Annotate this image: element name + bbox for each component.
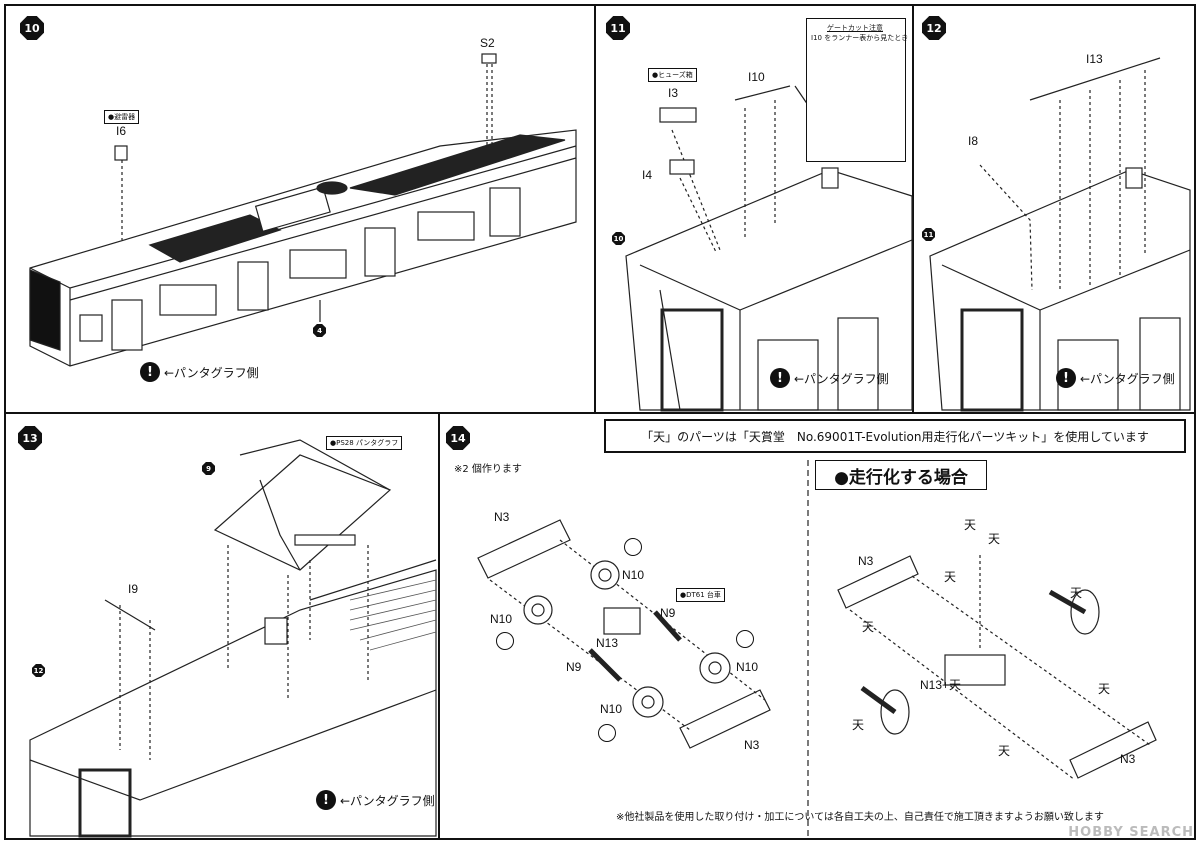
part-label-N3-c: N3 xyxy=(858,554,874,568)
side-text: ←パンタグラフ側 xyxy=(794,371,889,386)
part-label-N10-a: N10 xyxy=(622,568,645,582)
hobby-search-watermark: HOBBY SEARCH xyxy=(1068,825,1194,840)
exclamation-icon: ! xyxy=(316,790,336,810)
dt61-bogie-tag: ●DT61 台車 xyxy=(676,588,725,602)
side-text: ←パンタグラフ側 xyxy=(1080,371,1175,386)
part-label-I8: I8 xyxy=(968,134,979,148)
part-label-I3: I3 xyxy=(668,86,679,100)
tenshodo-label-1: 天 xyxy=(964,518,977,532)
tenshodo-label-2: 天 xyxy=(988,532,1001,546)
part-label-N10-c: N10 xyxy=(736,660,759,674)
tenshodo-label-3: 天 xyxy=(944,570,957,584)
pantograph-side-note-12: ! ←パンタグラフ側 xyxy=(1056,368,1175,388)
part-label-N3-d: N3 xyxy=(1120,752,1136,766)
gate-cut-subtitle: I10 をランナー表から見たとき xyxy=(811,34,909,42)
step-11-badge: 11 xyxy=(606,16,630,40)
part-ref-11: 11 xyxy=(922,228,935,241)
axle-orientation-mark-a xyxy=(624,538,642,556)
part-label-I9: I9 xyxy=(128,582,139,596)
part-label-I6: I6 xyxy=(116,124,127,138)
gate-cut-title: ゲートカット注意 xyxy=(827,24,883,32)
part-ref-12: 12 xyxy=(32,664,45,677)
axle-orientation-mark-d xyxy=(598,724,616,742)
part-label-N9-a: N9 xyxy=(660,606,676,620)
part-label-I10: I10 xyxy=(748,70,765,84)
third-party-parts-disclaimer: ※他社製品を使用した取り付け・加工については各自工夫の上、自己責任で施工頂きます… xyxy=(616,812,1104,823)
step-13-badge: 13 xyxy=(18,426,42,450)
part-label-I13: I13 xyxy=(1086,52,1103,66)
panel-step-14 xyxy=(438,412,1196,840)
tenshodo-label-6: 天 xyxy=(1098,682,1111,696)
part-label-N3-b: N3 xyxy=(744,738,760,752)
axle-orientation-mark-c xyxy=(736,630,754,648)
part-label-N3-a: N3 xyxy=(494,510,510,524)
pantograph-side-note-11: ! ←パンタグラフ側 xyxy=(770,368,889,388)
pantograph-side-note-13: ! ←パンタグラフ側 xyxy=(316,790,435,810)
part-label-N10-d: N10 xyxy=(600,702,623,716)
exclamation-icon: ! xyxy=(770,368,790,388)
side-text: ←パンタグラフ側 xyxy=(164,365,259,380)
ps28-pantograph-tag: ●PS28 パンタグラフ xyxy=(326,436,403,450)
axle-orientation-mark-b xyxy=(496,632,514,650)
pantograph-side-note-10: ! ←パンタグラフ側 xyxy=(140,362,259,382)
tenshodo-label-8: 天 xyxy=(998,744,1011,758)
side-text: ←パンタグラフ側 xyxy=(340,793,435,808)
part-label-N13: N13 xyxy=(596,636,619,650)
running-conversion-heading: ●走行化する場合 xyxy=(815,460,987,490)
fuse-box-tag: ●ヒューズ箱 xyxy=(648,68,697,82)
part-ref-9: 9 xyxy=(202,462,215,475)
part-label-N10-b: N10 xyxy=(490,612,513,626)
step-14-badge: 14 xyxy=(446,426,470,450)
part-label-I4: I4 xyxy=(642,168,653,182)
tenshodo-label-5: 天 xyxy=(862,620,875,634)
part-label-N13-ten: N13+天 xyxy=(920,678,962,692)
exclamation-icon: ! xyxy=(1056,368,1076,388)
exclamation-icon: ! xyxy=(140,362,160,382)
tenshodo-label-7: 天 xyxy=(852,718,865,732)
part-label-S2: S2 xyxy=(480,36,495,50)
tenshodo-parts-note: 「天」のパーツは「天賞堂 No.69001T-Evolution用走行化パーツキ… xyxy=(604,419,1186,453)
lightning-arrester-tag: ●避雷器 xyxy=(104,110,140,124)
step-10-badge: 10 xyxy=(20,16,44,40)
part-ref-4: 4 xyxy=(313,324,326,337)
make-two-note: ※2 個作ります xyxy=(454,464,522,475)
tenshodo-label-4: 天 xyxy=(1070,586,1083,600)
part-ref-10: 10 xyxy=(612,232,625,245)
part-label-N9-b: N9 xyxy=(566,660,582,674)
step-12-badge: 12 xyxy=(922,16,946,40)
gate-cut-caution-box: ゲートカット注意 I10 をランナー表から見たとき xyxy=(806,18,909,162)
